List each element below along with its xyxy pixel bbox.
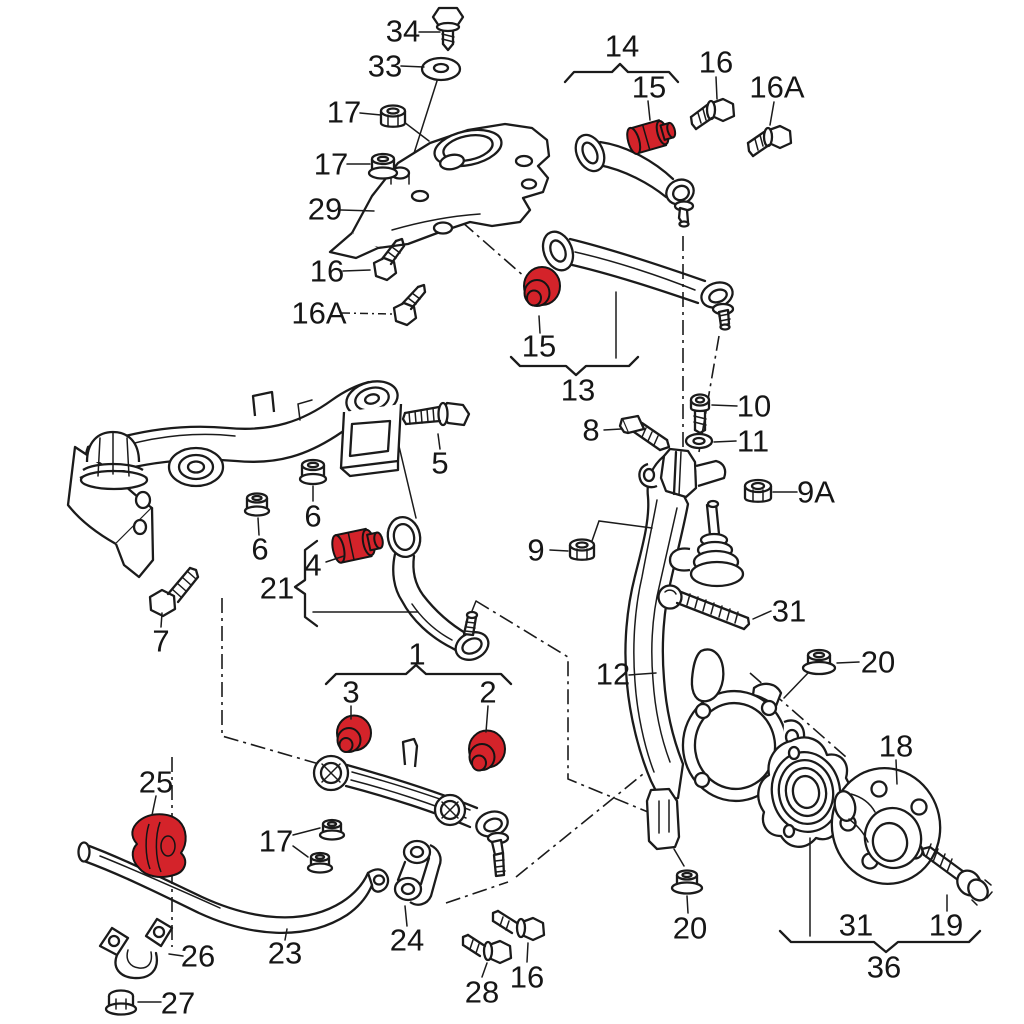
bolt-5 [401, 401, 471, 427]
callout-16-left[interactable]: 16 [310, 254, 344, 289]
pinch-bolt-31 [657, 584, 751, 631]
brace-14 [563, 62, 680, 84]
bolt-7 [148, 566, 200, 618]
link-bracket-24 [393, 839, 442, 906]
lower-arm-rear [312, 737, 510, 878]
bushing-15-upper [626, 119, 677, 156]
callout-13[interactable]: 13 [561, 373, 595, 408]
washer-11 [684, 432, 714, 450]
stabilizer-bushing-25 [131, 813, 187, 878]
nut-17-upper [379, 104, 407, 128]
subframe [66, 380, 403, 579]
bolt-16a-left [392, 283, 427, 327]
callout-31-pinch[interactable]: 31 [772, 594, 806, 629]
nut-6-upper [298, 458, 328, 486]
callout-8[interactable]: 8 [582, 413, 599, 448]
leader-lines [137, 31, 948, 1003]
nut-17-bottom-2 [306, 851, 334, 874]
nut-17-bottom-1 [318, 818, 346, 841]
bushing-15-mid [523, 266, 561, 307]
bolt-28 [461, 933, 513, 965]
callout-29[interactable]: 29 [308, 192, 342, 227]
callout-21[interactable]: 21 [260, 571, 294, 606]
callout-26[interactable]: 26 [181, 939, 215, 974]
callout-25[interactable]: 25 [139, 765, 173, 800]
callout-5[interactable]: 5 [431, 446, 448, 481]
callout-16a-top[interactable]: 16A [749, 70, 804, 105]
callout-2[interactable]: 2 [479, 675, 496, 710]
hub-bolt-19 [920, 843, 993, 906]
callout-19[interactable]: 19 [929, 908, 963, 943]
callout-16-top[interactable]: 16 [699, 45, 733, 80]
clamp-26 [98, 917, 174, 980]
callout-6-upper[interactable]: 6 [304, 499, 321, 534]
callout-16-bottom[interactable]: 16 [510, 960, 544, 995]
callout-11[interactable]: 11 [737, 424, 769, 459]
brace-13 [509, 355, 640, 377]
washer-33 [420, 56, 462, 82]
flange-nut-20-bottom [670, 869, 704, 895]
bolt-34 [431, 6, 465, 52]
upper-arm-front [541, 230, 735, 331]
brace-36 [778, 929, 982, 954]
upper-arm-rear [574, 133, 695, 228]
nut-9a [743, 478, 773, 503]
nut-27 [104, 989, 138, 1016]
callout-12[interactable]: 12 [596, 657, 630, 692]
callout-36[interactable]: 36 [867, 950, 901, 985]
stabilizer-bar-23 [77, 841, 390, 935]
wheel-bearing-31 [757, 736, 853, 937]
callout-9[interactable]: 9 [527, 533, 544, 568]
callout-6-lower[interactable]: 6 [251, 532, 268, 567]
callout-7[interactable]: 7 [152, 624, 169, 659]
callout-27[interactable]: 27 [161, 986, 195, 1021]
bushing-3 [336, 714, 372, 753]
nut-6-lower [243, 492, 271, 517]
wheel-hub-18 [830, 767, 942, 885]
callout-23[interactable]: 23 [268, 936, 302, 971]
part-callouts: 34 33 17 17 29 16 16A 14 15 16 16A 15 13… [139, 14, 963, 1021]
ball-joint-stud [668, 499, 745, 588]
callout-28[interactable]: 28 [465, 975, 499, 1010]
callout-24[interactable]: 24 [390, 923, 424, 958]
bolt-8 [618, 414, 671, 452]
callout-17-mid[interactable]: 17 [314, 147, 348, 182]
bushing-2 [468, 729, 506, 772]
callout-33[interactable]: 33 [368, 49, 402, 84]
brace-21 [293, 539, 319, 628]
callout-16a-left[interactable]: 16A [291, 296, 346, 331]
callout-31-bearing[interactable]: 31 [839, 908, 873, 943]
knuckle-12 [624, 447, 806, 867]
callout-1[interactable]: 1 [408, 637, 425, 672]
nut-17-mid [367, 152, 399, 180]
callout-15-mid[interactable]: 15 [522, 329, 556, 364]
callout-18[interactable]: 18 [879, 729, 913, 764]
callout-17-top[interactable]: 17 [327, 95, 361, 130]
callout-4[interactable]: 4 [304, 548, 321, 583]
bolt-16-upper [689, 97, 736, 131]
brace-1 [324, 663, 513, 686]
bolt-16-bottom [491, 909, 546, 942]
callout-10[interactable]: 10 [737, 389, 771, 424]
bolt-16a-upper [746, 124, 793, 158]
callout-34[interactable]: 34 [386, 14, 420, 49]
lower-arm-front [386, 516, 490, 661]
callout-9a[interactable]: 9A [797, 475, 835, 510]
mount-bracket-29 [328, 122, 551, 260]
callout-20-right[interactable]: 20 [861, 645, 895, 680]
flange-nut-20-right [801, 648, 837, 676]
bolt-16-left [372, 237, 406, 282]
callout-20-bottom[interactable]: 20 [673, 911, 707, 946]
nut-9 [568, 538, 596, 561]
callout-15-top[interactable]: 15 [632, 70, 666, 105]
bushing-4 [331, 527, 384, 564]
callout-14[interactable]: 14 [605, 29, 639, 64]
grouping-braces [293, 62, 982, 954]
callout-17-bottom[interactable]: 17 [259, 824, 293, 859]
callout-3[interactable]: 3 [342, 675, 359, 710]
